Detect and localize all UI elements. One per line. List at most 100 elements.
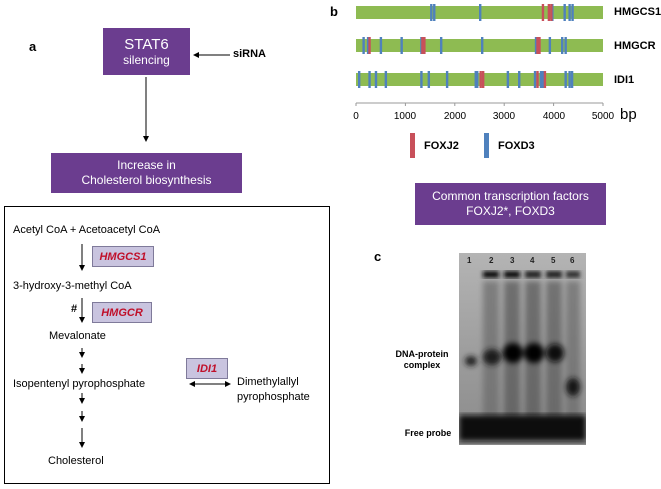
mevalonate-label: Mevalonate [49, 330, 106, 342]
foxd3-site-mark [420, 71, 423, 88]
hmgcs1-enzyme-box: HMGCS1 [92, 246, 154, 267]
foxj2-site-mark [421, 37, 424, 54]
silencing-label: silencing [123, 52, 170, 67]
foxj2-site-mark [479, 71, 482, 88]
gene-name-hmgcr: HMGCR [614, 40, 656, 52]
gel-bands [459, 253, 586, 445]
foxd3-site-mark [474, 71, 477, 88]
foxd3-site-mark [541, 71, 545, 88]
foxd3-site-mark [366, 37, 370, 54]
common-tf-title: Common transcription factors [432, 189, 589, 203]
hmgcr-bar [356, 39, 603, 52]
foxd3-site-mark [564, 37, 567, 54]
pyrophosphate-label: pyrophosphate [237, 391, 310, 403]
foxd3-site-mark [433, 4, 436, 21]
foxd3-site-mark [379, 37, 383, 54]
foxd3-site-mark [533, 71, 537, 88]
foxj2-site-mark [536, 71, 539, 88]
axis-ticks [355, 103, 604, 106]
foxd3-site-mark [570, 71, 574, 88]
foxd3-site-mark [427, 71, 431, 88]
foxd3-legend-label: FOXD3 [498, 140, 535, 152]
motif-map [355, 4, 604, 158]
lane-number-4: 4 [530, 256, 535, 265]
emsa-gel [459, 253, 586, 445]
tick-label-3000: 3000 [492, 111, 516, 122]
hmgcr-enzyme-box: HMGCR [92, 302, 152, 323]
foxd3-site-mark [571, 4, 574, 21]
foxd3-site-mark [430, 4, 433, 21]
idi1-enzyme-box: IDI1 [186, 358, 228, 379]
foxd3-site-mark [357, 71, 361, 88]
foxj2-site-mark [538, 37, 541, 54]
dna-protein-complex-label: DNA-protein complex [388, 349, 456, 371]
tick-label-2000: 2000 [443, 111, 467, 122]
foxd3-legend-swatch [484, 133, 489, 158]
free-probe-label: Free probe [404, 428, 452, 438]
foxd3-site-mark [480, 37, 484, 54]
sirna-label: siRNA [233, 48, 267, 60]
common-tf-box: Common transcription factors FOXJ2*, FOX… [415, 183, 606, 225]
foxj2-site-mark [550, 4, 553, 21]
foxj2-site-mark [541, 4, 545, 21]
lane-number-6: 6 [570, 256, 575, 265]
tick-label-4000: 4000 [542, 111, 566, 122]
dna-protein-label: DNA-protein [395, 349, 449, 359]
axis-unit-label: bp [620, 106, 637, 123]
cholesterol-biosynthesis-label: Cholesterol biosynthesis [81, 173, 212, 187]
hmg-coa-label: 3-hydroxy-3-methyl CoA [13, 280, 132, 292]
foxj2-site-mark [536, 37, 539, 54]
foxd3-site-mark [445, 71, 449, 88]
foxd3-site-mark [506, 71, 510, 88]
foxj2-site-mark [423, 37, 426, 54]
motif-marks [357, 4, 574, 88]
foxd3-site-mark [479, 4, 482, 21]
foxd3-site-mark [476, 71, 479, 88]
tick-label-0: 0 [353, 111, 359, 122]
lane-number-1: 1 [467, 256, 472, 265]
gene-name-hmgcs1: HMGCS1 [614, 6, 661, 18]
cholesterol-label: Cholesterol [48, 455, 104, 467]
gene-name-idi1: IDI1 [614, 74, 635, 86]
pathway-frame [4, 206, 330, 484]
isopentenyl-pp-label: Isopentenyl pyrophosphate [13, 378, 146, 390]
stat6-silencing-box: STAT6 silencing [103, 28, 190, 75]
foxj2-legend-label: FOXJ2 [424, 140, 459, 152]
foxd3-site-mark [534, 37, 538, 54]
tick-label-5000: 5000 [591, 111, 615, 122]
foxd3-site-mark [518, 71, 521, 88]
panel-c-letter: c [374, 249, 382, 264]
foxd3-site-mark [539, 71, 543, 88]
foxd3-site-mark [548, 37, 552, 54]
lane-number-5: 5 [551, 256, 556, 265]
increase-label: Increase in [117, 158, 176, 172]
common-tf-list: FOXJ2*, FOXD3 [466, 204, 555, 218]
foxd3-site-mark [568, 4, 571, 21]
foxd3-site-mark [374, 71, 378, 88]
hash-mark: # [71, 303, 78, 315]
lane-number-2: 2 [489, 256, 494, 265]
tick-label-1000: 1000 [393, 111, 417, 122]
foxd3-site-mark [368, 71, 371, 88]
acetyl-coa-label: Acetyl CoA + Acetoacetyl CoA [13, 224, 161, 236]
foxd3-site-mark [362, 37, 365, 54]
foxd3-site-mark [439, 37, 443, 54]
foxj2-legend-swatch [410, 133, 415, 158]
foxj2-site-mark [547, 4, 551, 21]
foxd3-site-mark [400, 37, 403, 54]
panel-b-letter: b [330, 4, 338, 19]
complex-label: complex [403, 360, 441, 370]
stat6-label: STAT6 [124, 35, 169, 53]
foxj2-site-mark [481, 71, 485, 88]
foxj2-site-mark [543, 71, 547, 88]
foxd3-site-mark [561, 37, 564, 54]
lane-number-3: 3 [510, 256, 515, 265]
foxj2-site-mark [368, 37, 371, 54]
dimethylallyl-label: Dimethylallyl [237, 376, 299, 388]
increase-cholesterol-box: Increase in Cholesterol biosynthesis [51, 153, 242, 193]
panel-a-letter: a [29, 39, 37, 54]
foxd3-site-mark [564, 71, 567, 88]
foxd3-site-mark [568, 71, 571, 88]
foxd3-site-mark [384, 71, 388, 88]
